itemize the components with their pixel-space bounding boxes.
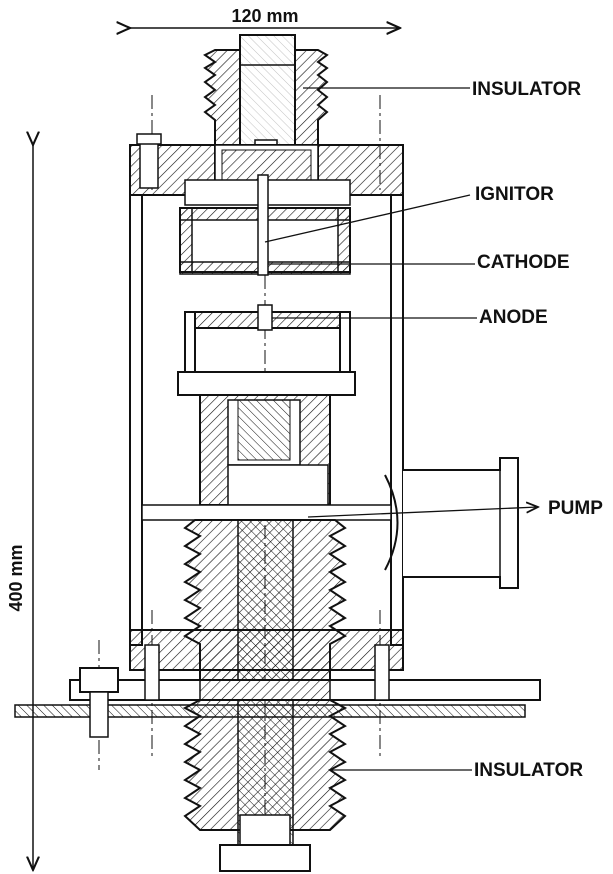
anode-electrode	[177, 304, 356, 396]
label-cathode: CATHODE	[477, 252, 570, 273]
housing	[129, 194, 404, 646]
height-dimension-label: 400 mm	[6, 544, 26, 611]
label-ignitor: IGNITOR	[475, 184, 554, 205]
leader-lines	[264, 87, 538, 771]
height-dimension: 400 mm	[6, 145, 33, 870]
pump-port	[384, 457, 519, 589]
label-pump: PUMP	[548, 498, 603, 519]
label-anode: ANODE	[479, 307, 548, 328]
label-insulator-top: INSULATOR	[472, 79, 581, 100]
base-flange	[14, 629, 541, 738]
label-insulator-bottom: INSULATOR	[474, 760, 583, 781]
anode-column	[141, 394, 392, 521]
ignitor-pin	[257, 174, 269, 276]
width-dimension-label: 120 mm	[231, 6, 298, 26]
width-dimension: 120 mm	[130, 6, 400, 28]
top-flange	[129, 133, 404, 206]
